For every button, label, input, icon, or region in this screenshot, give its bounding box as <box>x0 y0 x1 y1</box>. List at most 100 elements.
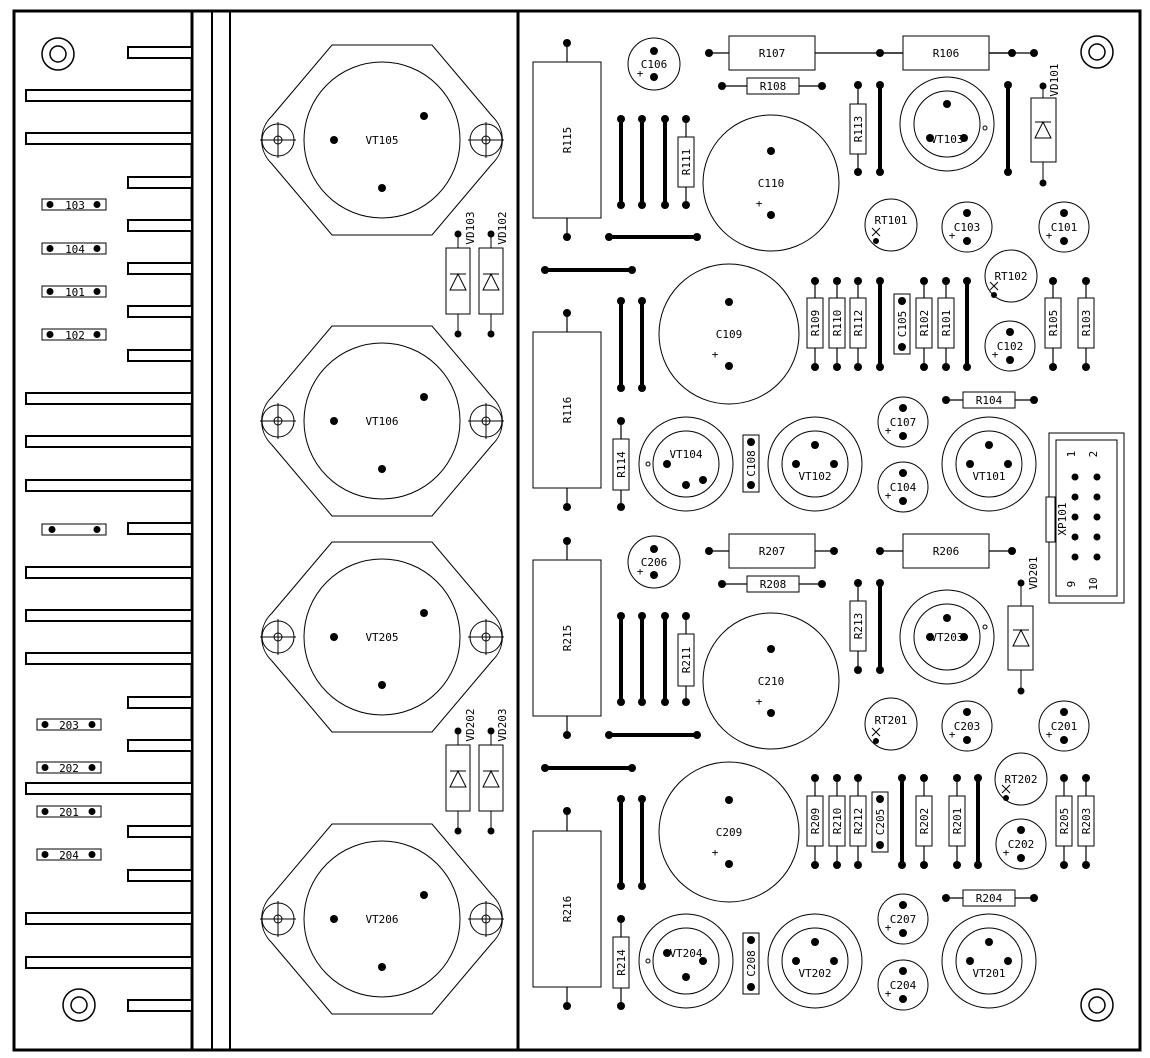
resistor-r208: R208 <box>718 575 826 593</box>
pin-label: 2 <box>1087 451 1100 458</box>
jumper-wire <box>617 795 625 890</box>
capacitor-c110: C110+ <box>702 114 840 252</box>
capacitor-c206: C206+ <box>627 535 681 589</box>
transistor-vt203: VT203 <box>899 589 995 685</box>
component-label: VT204 <box>669 947 702 960</box>
heatsink-fin <box>25 435 193 448</box>
component-label: R115 <box>561 127 574 154</box>
polarity-mark: + <box>885 424 892 437</box>
capacitor-c105: C105 <box>893 293 911 355</box>
jumper-wire <box>638 115 646 209</box>
resistor-pack-101: 101 <box>41 285 107 299</box>
component-label: C108 <box>745 450 758 477</box>
thermistor-rt201: RT201 <box>864 697 918 751</box>
component-label: R204 <box>976 892 1003 905</box>
component-label: R205 <box>1058 808 1071 835</box>
polarity-mark: + <box>885 987 892 1000</box>
component-label: R211 <box>680 647 693 674</box>
component-label: C208 <box>745 950 758 977</box>
resistor-pack-103: 103 <box>41 198 107 212</box>
resistor-r113: R113 <box>849 81 867 176</box>
jumper-wire <box>661 115 669 209</box>
transistor-label: VT106 <box>365 415 398 428</box>
capacitor-c209: C209+ <box>658 761 800 903</box>
capacitor-c103: C103+ <box>941 201 993 253</box>
polarity-mark: + <box>949 728 956 741</box>
resistor-r111: R111 <box>677 115 695 209</box>
capacitor-c210: C210+ <box>702 612 840 750</box>
component-label: VT101 <box>972 470 1005 483</box>
resistor-pack-203: 203 <box>36 718 102 732</box>
jumper-wire <box>876 579 884 674</box>
jumper-wire <box>898 774 906 869</box>
jumper-wire <box>541 266 636 274</box>
heatsink-fin <box>127 176 193 189</box>
resistor-r108: R108 <box>718 77 826 95</box>
transistor-vt102: VT102 <box>767 416 863 512</box>
heatsink-fins <box>25 46 193 1012</box>
resistor-pack-label: 201 <box>59 806 79 819</box>
jumper-wire <box>605 233 701 241</box>
heatsink-fin <box>25 566 193 579</box>
capacitor-c102: C102+ <box>984 320 1036 372</box>
heatsink-fin <box>127 349 193 362</box>
component-label: R110 <box>831 310 844 337</box>
resistor-pack-unlabeled <box>41 523 107 536</box>
component-label: R114 <box>615 451 628 478</box>
resistor-r106: R106 <box>876 35 1016 71</box>
component-label: RT101 <box>874 214 907 227</box>
transistor-label: VT205 <box>365 631 398 644</box>
component-label: R216 <box>561 896 574 923</box>
component-label: R214 <box>615 949 628 976</box>
diode-vd103: VD103 <box>445 211 477 338</box>
component-label: C107 <box>890 416 917 429</box>
component-label: VT103 <box>930 133 963 146</box>
resistor-r110: R110 <box>828 277 846 371</box>
component-label: RT202 <box>1004 773 1037 786</box>
component-label: C109 <box>716 328 743 341</box>
component-label: R106 <box>933 47 960 60</box>
resistor-r103: R103 <box>1077 277 1095 371</box>
capacitor-c109: C109 + <box>658 263 800 405</box>
capacitor-c204: C204+ <box>877 959 929 1011</box>
resistor-r214: R214 <box>612 915 630 1010</box>
pin-label: 9 <box>1065 581 1078 588</box>
component-label: R104 <box>976 394 1003 407</box>
diode-label: VD102 <box>496 211 509 244</box>
mounting-hole <box>41 37 75 71</box>
resistor-r206: R206 <box>876 533 1016 569</box>
capacitor-c203: C203+ <box>941 700 993 752</box>
diode-vd101: VD101 <box>1030 63 1061 187</box>
component-label: VT201 <box>972 967 1005 980</box>
heatsink-fin <box>127 825 193 838</box>
heatsink-fin <box>127 999 193 1012</box>
transistor-vt103: VT103 <box>899 76 995 172</box>
jumper-wire <box>617 115 625 209</box>
mounting-hole <box>1080 988 1114 1022</box>
power-transistor-vt206: VT206 <box>260 823 504 1015</box>
component-label: RT201 <box>874 714 907 727</box>
polarity-mark: + <box>992 348 999 361</box>
jumper-wire <box>605 731 701 739</box>
transistor-vt202: VT202 <box>767 913 863 1009</box>
component-label: C204 <box>890 979 917 992</box>
resistor-r105: R105 <box>1044 277 1062 371</box>
jumper-wire <box>876 81 884 176</box>
diode-vd202: VD202 <box>445 708 477 835</box>
resistor-pack-201: 201 <box>36 805 102 819</box>
component-label: VD101 <box>1048 63 1061 96</box>
heatsink-fin <box>127 46 193 59</box>
component-label: R102 <box>918 310 931 337</box>
capacitor-c207: C207+ <box>877 893 929 945</box>
component-label: VT102 <box>798 470 831 483</box>
polarity-mark: + <box>885 489 892 502</box>
polarity-mark: + <box>1046 728 1053 741</box>
heatsink-fin <box>127 262 193 275</box>
resistor-r201: R201 <box>948 774 966 869</box>
jumper-wire <box>974 774 982 869</box>
jumper-wire <box>661 612 669 706</box>
polarity-mark: + <box>712 348 719 361</box>
component-label: R202 <box>918 808 931 835</box>
heatsink-fin <box>25 392 193 405</box>
